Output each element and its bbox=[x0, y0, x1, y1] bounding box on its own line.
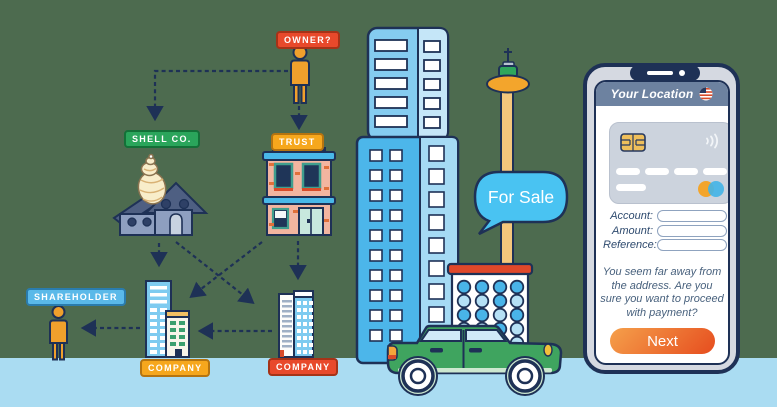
reference-label: Reference: bbox=[603, 239, 657, 251]
phone-screen: Your Location bbox=[594, 80, 730, 365]
card-number-dashes bbox=[616, 168, 727, 175]
contactless-icon bbox=[706, 133, 719, 149]
us-flag-icon bbox=[699, 87, 713, 101]
company-building-right bbox=[278, 290, 314, 358]
card-number-dash bbox=[703, 168, 727, 175]
for-sale-bubble: For Sale bbox=[473, 170, 569, 236]
seashell-icon bbox=[137, 153, 167, 205]
trust-label: TRUST bbox=[271, 133, 324, 151]
credit-card bbox=[609, 122, 728, 204]
company-building-left bbox=[145, 280, 190, 358]
car bbox=[386, 324, 563, 396]
shareholder-person bbox=[49, 305, 68, 361]
mastercard-icon bbox=[698, 181, 728, 198]
next-button[interactable]: Next bbox=[610, 328, 715, 354]
account-label: Account: bbox=[610, 210, 653, 222]
phone-notch bbox=[630, 65, 700, 81]
shareholder-label: SHAREHOLDER bbox=[26, 288, 126, 306]
ownership-arrows bbox=[80, 69, 308, 340]
skyscraper bbox=[355, 26, 460, 365]
shell-company-house bbox=[112, 153, 209, 236]
speaker-icon bbox=[647, 71, 673, 75]
card-number-dash bbox=[674, 168, 698, 175]
car-wheel-front bbox=[398, 356, 438, 396]
company-right-label: COMPANY bbox=[268, 358, 339, 376]
shell-co-label: SHELL CO. bbox=[124, 130, 200, 148]
car-wheel-rear bbox=[505, 356, 545, 396]
owner-person bbox=[290, 45, 310, 104]
account-input[interactable] bbox=[657, 210, 727, 222]
amount-input[interactable] bbox=[657, 224, 727, 237]
phone-header-title: Your Location bbox=[610, 87, 694, 101]
camera-icon bbox=[679, 70, 685, 76]
arrow-owner-to-shellco bbox=[146, 69, 288, 122]
card-holder-dash bbox=[616, 184, 646, 191]
phone-header: Your Location bbox=[596, 82, 728, 106]
reference-input[interactable] bbox=[657, 239, 727, 251]
payment-fields: Account: Amount: Reference: bbox=[603, 210, 727, 251]
card-number-dash bbox=[616, 168, 640, 175]
company-left-label: COMPANY bbox=[140, 359, 211, 377]
trust-building bbox=[262, 147, 336, 236]
card-chip-icon bbox=[620, 133, 646, 152]
sign-tower bbox=[486, 48, 530, 269]
owner-label: OWNER? bbox=[276, 31, 340, 49]
arrow-trust-to-company-left bbox=[189, 241, 263, 299]
arrow-shellco-to-company-right bbox=[175, 241, 255, 305]
location-warning-text: You seem far away from the address. Are … bbox=[600, 266, 724, 319]
for-sale-label: For Sale bbox=[488, 187, 554, 207]
smartphone: Your Location bbox=[583, 63, 740, 374]
card-number-dash bbox=[645, 168, 669, 175]
amount-label: Amount: bbox=[612, 224, 653, 237]
